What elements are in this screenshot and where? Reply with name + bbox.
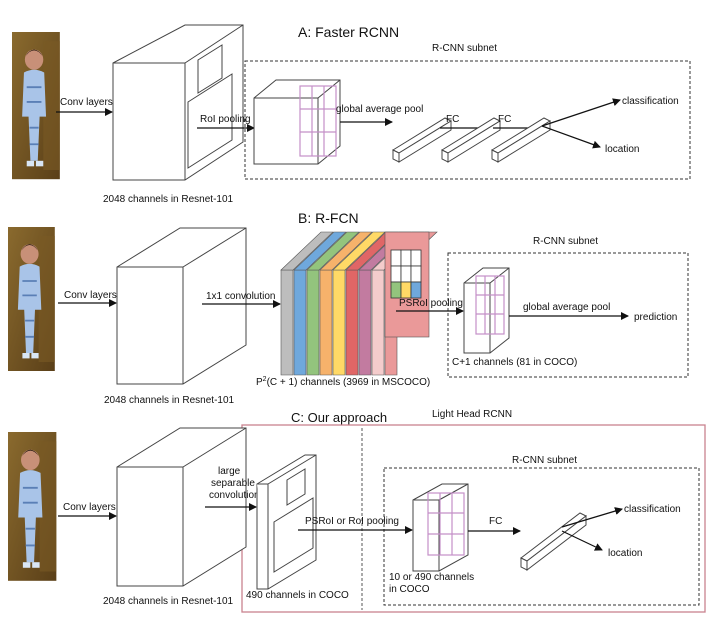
location-arrow: [541, 125, 601, 149]
score-map-slice-top: [293, 231, 347, 271]
fc-bar-1: [391, 117, 453, 163]
location-arrow: [561, 530, 603, 551]
roi-grid-cell: [390, 265, 402, 283]
roi-grid-cell: [390, 281, 402, 299]
light-head-label: Light Head RCNN: [432, 409, 512, 420]
classification-label: classification: [624, 504, 681, 515]
title-r-fcn: B: R-FCN: [298, 210, 359, 226]
classification-arrow: [541, 98, 621, 127]
rcnn-subnet-label: R-CNN subnet: [432, 43, 497, 54]
separable-conv-line3: convolution: [209, 490, 260, 501]
conv1x1-label: 1x1 convolution: [206, 291, 276, 302]
score-map-slice: [280, 269, 294, 376]
child-photo-icon: [11, 31, 61, 181]
child-photo-icon: [7, 431, 58, 582]
rcnn-subnet-label: R-CNN subnet: [533, 236, 598, 247]
roi-grid-cell: [410, 281, 422, 299]
roi-grid-cell: [390, 249, 402, 267]
classification-label: classification: [622, 96, 679, 107]
child-photo-icon: [7, 226, 56, 372]
conv-layers-label: Conv layers: [60, 97, 113, 108]
backbone-channels-label: 2048 channels in Resnet-101: [103, 194, 234, 205]
rcnn-subnet-label: R-CNN subnet: [512, 455, 577, 466]
score-map-slice: [345, 269, 359, 376]
roi-grid-cell: [410, 265, 422, 283]
backbone-block: [116, 227, 247, 385]
backbone-block: [116, 427, 247, 587]
conv-layers-label: Conv layers: [64, 290, 117, 301]
score-map-slice: [332, 269, 346, 376]
location-label: location: [605, 144, 639, 155]
title-our-approach: C: Our approach: [291, 410, 387, 425]
score-map-slice: [319, 269, 333, 376]
pooled-channels-line2: in COCO: [389, 584, 430, 595]
conv-layers-label: Conv layers: [63, 502, 116, 513]
rcnn-subnet-frame: [447, 252, 689, 378]
rcnn-subnet-frame: [244, 60, 691, 180]
pooled-channels-line1: 10 or 490 channels: [389, 572, 474, 583]
gap-label: global average pool: [336, 104, 423, 115]
classification-arrow: [561, 507, 623, 528]
backbone-block: [112, 24, 244, 181]
score-map-slice: [358, 269, 372, 376]
fc1-label: FC: [446, 114, 459, 125]
roi-grid-cell: [400, 281, 412, 299]
score-map-slice-top: [306, 231, 360, 271]
section-r-fcn: B: R-FCN Conv layers 2048 channels in Re…: [7, 210, 689, 406]
roi-pooling-label: RoI pooling: [200, 114, 251, 125]
pooled-feature-cube: [412, 483, 469, 572]
roi-grid-cell: [410, 249, 422, 267]
section-faster-rcnn: A: Faster RCNN Conv layers 2048 channels…: [11, 24, 691, 205]
pooling-label: PSRoI or RoI pooling: [305, 516, 399, 527]
backbone-channels-label: 2048 channels in Resnet-101: [103, 596, 234, 607]
roi-grid-cell: [400, 265, 412, 283]
location-label: location: [608, 548, 642, 559]
score-map-slice: [293, 269, 307, 376]
fc-bar: [520, 512, 587, 572]
section-our-approach: C: Our approach Light Head RCNN Conv lay…: [7, 409, 706, 613]
thin-channels-label: 490 channels in COCO: [246, 590, 349, 601]
score-map-slice: [371, 269, 385, 376]
rcnn-subnet-frame: [383, 467, 700, 606]
c1-channels-label: C+1 channels (81 in COCO): [452, 357, 577, 368]
separable-conv-line1: large: [218, 466, 241, 477]
fc-bar-3: [490, 117, 552, 163]
prediction-label: prediction: [634, 312, 677, 323]
gap-label: global average pool: [523, 302, 610, 313]
psroi-pooling-label: PSRoI pooling: [399, 298, 463, 309]
fc2-label: FC: [498, 114, 511, 125]
title-faster-rcnn: A: Faster RCNN: [298, 24, 399, 40]
thin-feature-map: [256, 454, 317, 590]
score-maps-label: P2(C + 1) channels (3969 in MSCOCO): [256, 376, 430, 388]
fc-bar-2: [440, 117, 502, 163]
score-map-slice-top: [280, 231, 334, 271]
pooled-feature-cube: [463, 267, 510, 354]
roi-grid-cell: [400, 249, 412, 267]
separable-conv-line2: separable: [211, 478, 255, 489]
score-map-slice: [306, 269, 320, 376]
score-map-slice-top: [319, 231, 373, 271]
backbone-channels-label: 2048 channels in Resnet-101: [104, 395, 235, 406]
position-sensitive-score-maps: [280, 231, 438, 376]
fc-label: FC: [489, 516, 502, 527]
pooled-feature-cube: [253, 79, 341, 165]
